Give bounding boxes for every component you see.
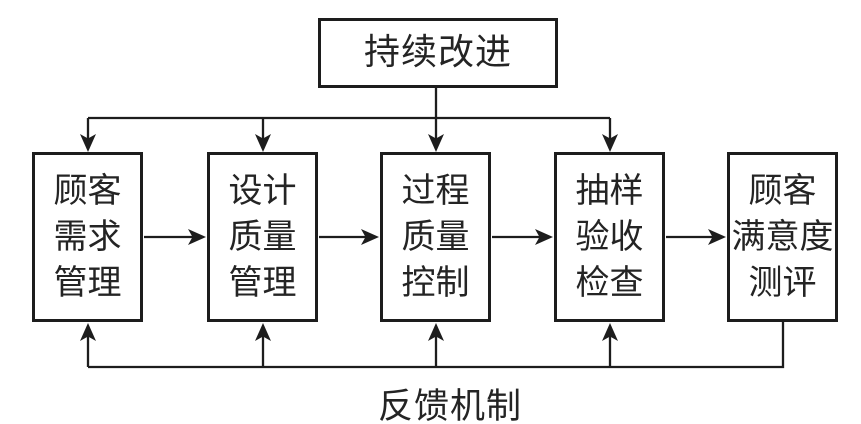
node-customer-satisfaction-label: 顾客 满意度 测评 [731, 170, 834, 304]
node-continuous-improvement-label: 持续改进 [363, 31, 512, 73]
node-process-quality: 过程 质量 控制 [380, 152, 491, 322]
top-branch-connectors [80, 87, 618, 152]
node-design-quality: 设计 质量 管理 [207, 152, 318, 322]
node-customer-requirements-label: 顾客 需求 管理 [53, 170, 122, 304]
node-customer-satisfaction: 顾客 满意度 测评 [727, 152, 838, 322]
node-continuous-improvement: 持续改进 [318, 18, 558, 88]
node-customer-requirements: 顾客 需求 管理 [32, 152, 143, 322]
node-sampling-inspection: 抽样 验收 检查 [554, 152, 665, 322]
node-sampling-inspection-label: 抽样 验收 检查 [575, 170, 644, 304]
feedback-connectors [80, 322, 785, 369]
node-design-quality-label: 设计 质量 管理 [228, 170, 297, 304]
node-process-quality-label: 过程 质量 控制 [401, 170, 470, 304]
feedback-mechanism-label: 反馈机制 [377, 387, 522, 424]
